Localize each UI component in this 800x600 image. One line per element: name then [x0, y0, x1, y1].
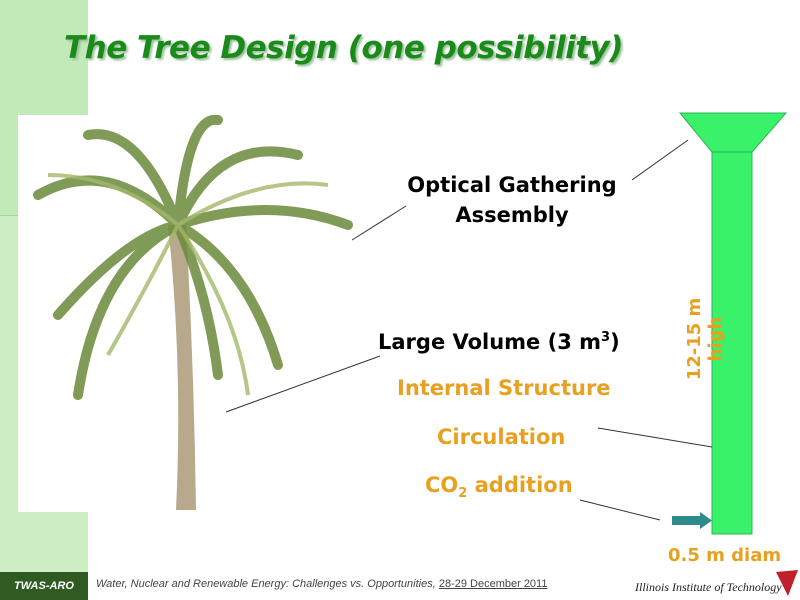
optical-funnel: [678, 112, 788, 153]
co2-text: CO: [425, 473, 459, 497]
leader-line-funnel: [631, 139, 689, 181]
co2-arrow-icon: [672, 512, 712, 529]
label-height: 12-15 m high: [684, 297, 726, 381]
leader-line-circulation: [597, 427, 713, 448]
co2-sub: 2: [458, 486, 468, 502]
label-circulation: Circulation: [437, 425, 566, 449]
leader-line-co2: [579, 499, 661, 521]
footer-conference: Water, Nuclear and Renewable Energy: Cha…: [96, 578, 547, 590]
conference-name: Water, Nuclear and Renewable Energy: Cha…: [96, 578, 436, 590]
footer-institute: Illinois Institute of Technology: [635, 580, 782, 594]
tower-shaft: [711, 151, 753, 535]
label-internal-structure: Internal Structure: [397, 376, 611, 400]
label-co2-addition: CO2 addition: [425, 473, 573, 501]
iit-logo-icon: [776, 570, 798, 596]
label-large-volume: Large Volume (3 m3): [378, 330, 620, 354]
label-optical-gathering: Optical Gathering Assembly: [407, 173, 617, 227]
conference-date[interactable]: 28-29 December 2011: [438, 578, 548, 590]
leader-line-optical: [351, 205, 407, 241]
volume-text: Large Volume (3 m: [378, 330, 602, 354]
slide-title: The Tree Design (one possibility): [64, 30, 623, 66]
footer-org: TWAS-ARO: [0, 572, 88, 600]
volume-suffix: ): [610, 330, 620, 354]
volume-sup: 3: [601, 330, 611, 345]
palm-tree-image: [18, 114, 356, 512]
co2-suffix: addition: [467, 473, 573, 497]
label-diameter: 0.5 m diam: [668, 545, 782, 566]
leader-line-volume: [225, 355, 381, 413]
